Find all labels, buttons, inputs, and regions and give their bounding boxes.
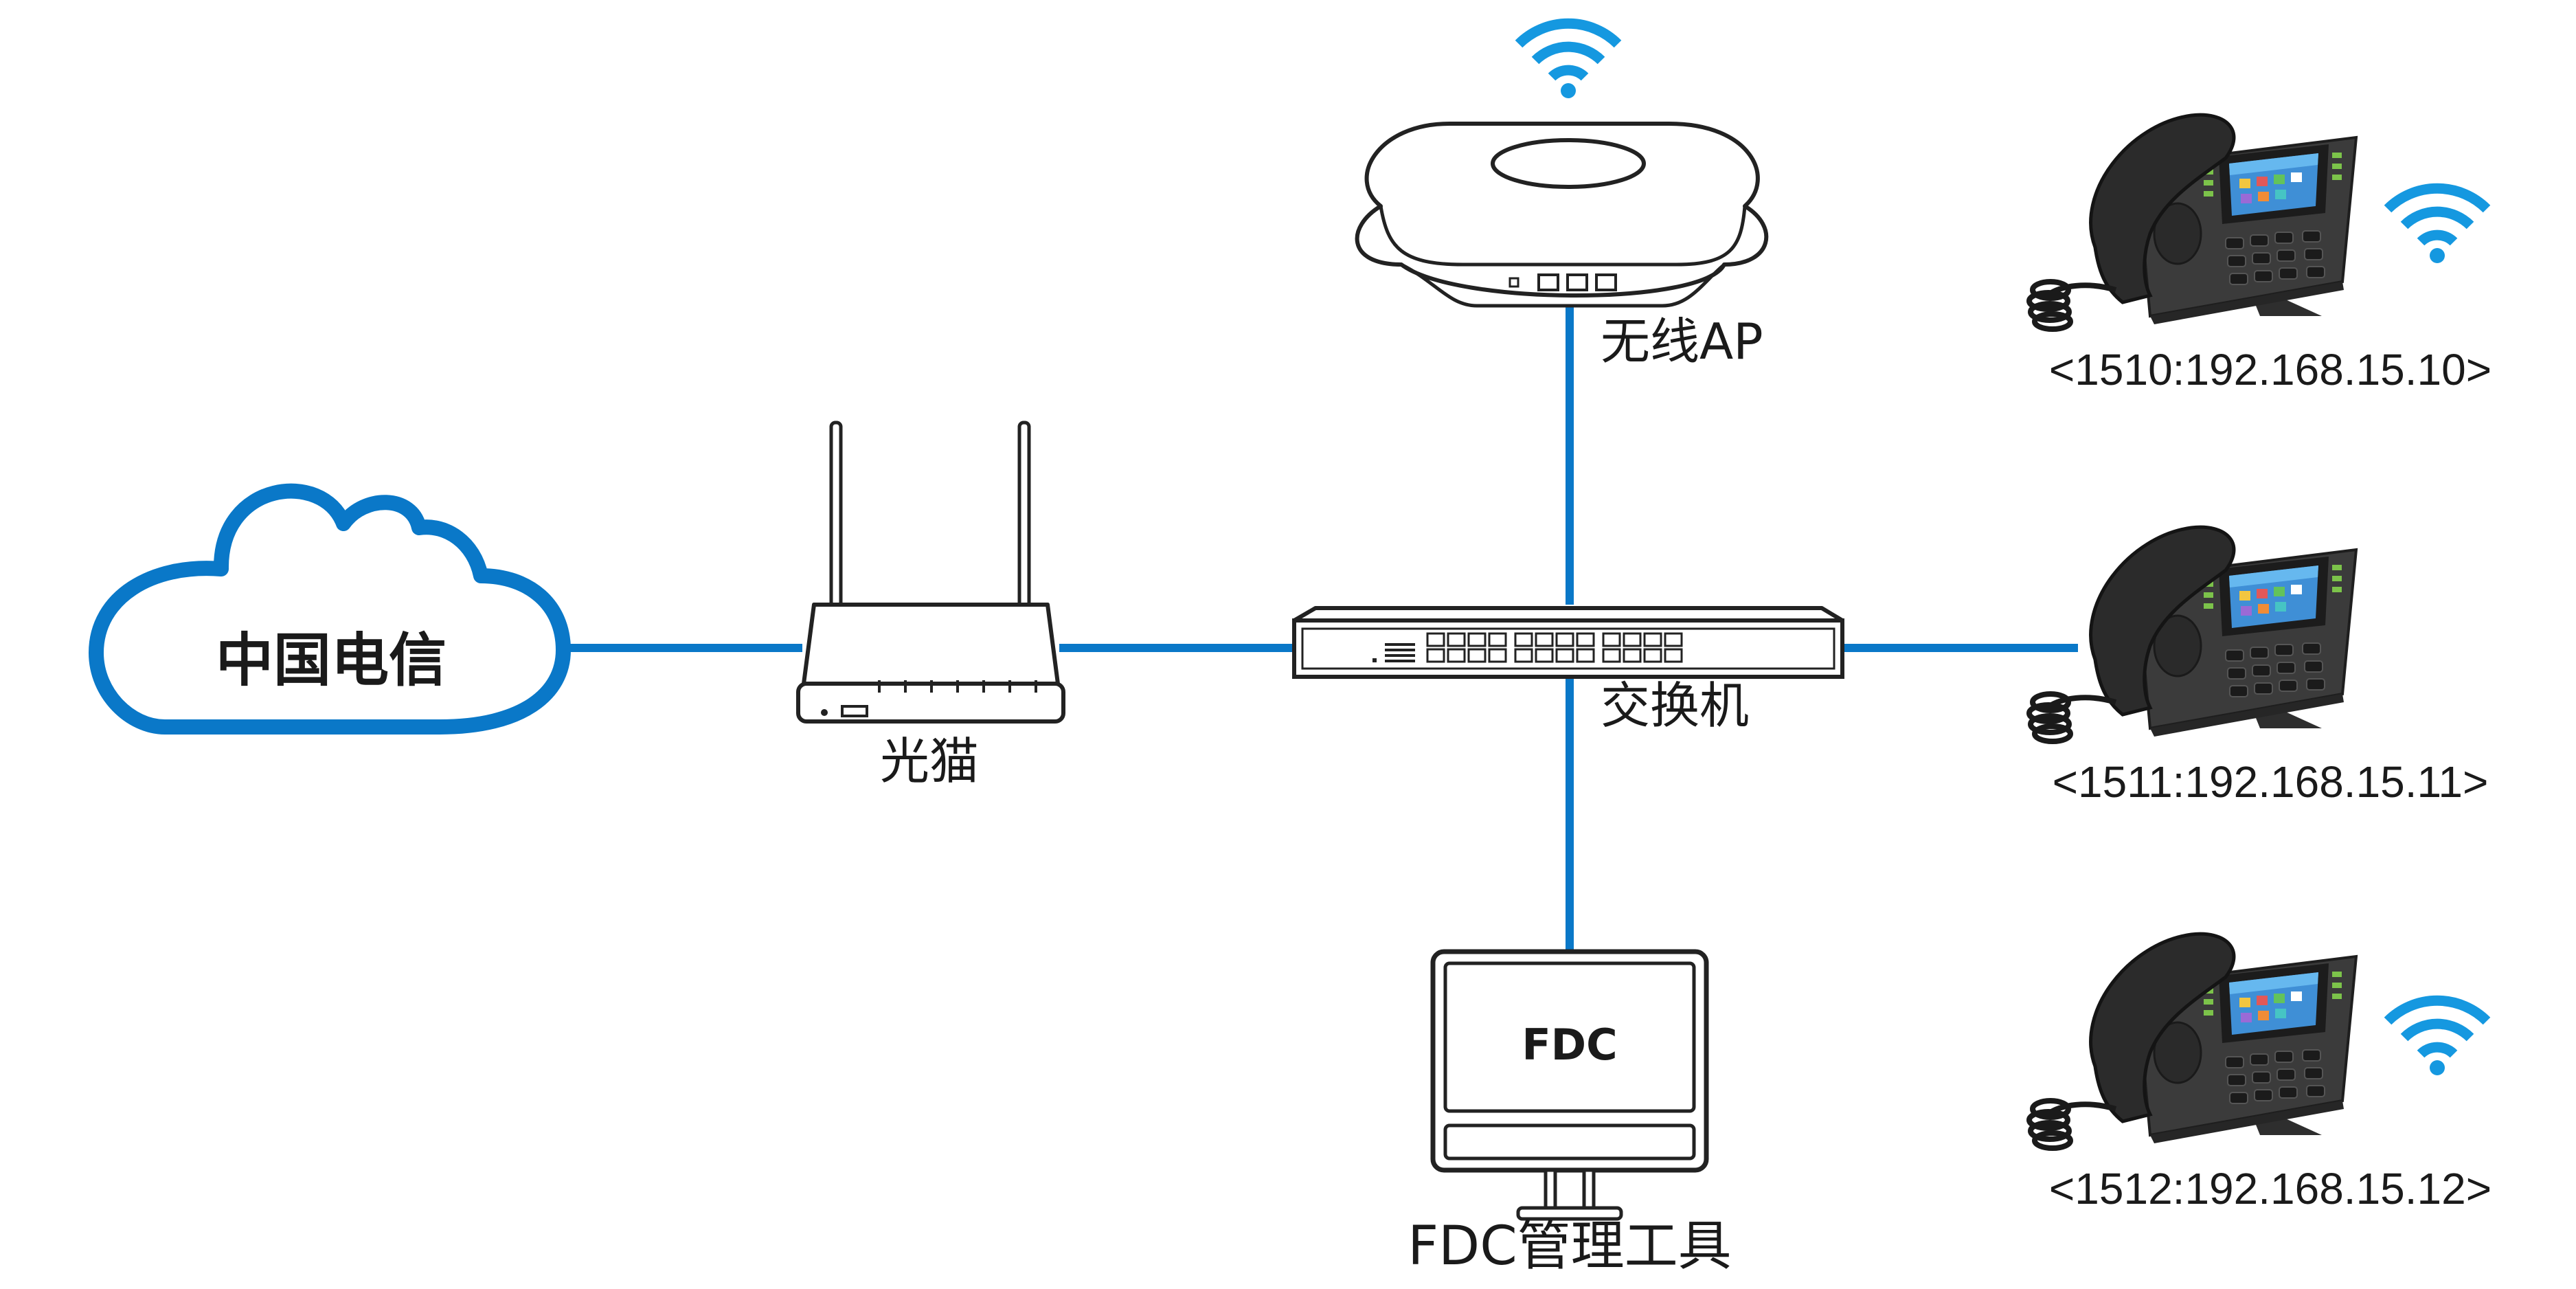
wireless-access-point-icon bbox=[1355, 122, 1769, 308]
phone-node-2: <1511:192.168.15.11> bbox=[2029, 527, 2488, 807]
switch-port bbox=[1576, 648, 1595, 663]
switch-port bbox=[1514, 632, 1533, 647]
switch-port bbox=[1576, 632, 1595, 647]
cloud-icon bbox=[89, 483, 571, 735]
router-icon bbox=[796, 421, 1065, 724]
switch-port bbox=[1664, 648, 1683, 663]
switch-port bbox=[1447, 648, 1466, 663]
ip-phone-icon bbox=[2029, 527, 2356, 741]
ip-phone-icon bbox=[2029, 115, 2356, 329]
ap-node: 无线AP bbox=[1355, 23, 1769, 370]
switch-port bbox=[1623, 648, 1642, 663]
cloud-label: 中国电信 bbox=[216, 627, 447, 694]
switch-node: 交换机 bbox=[1292, 606, 1844, 735]
phone-1-label: <1510:192.168.15.10> bbox=[2049, 345, 2492, 394]
ap-label: 无线AP bbox=[1601, 313, 1763, 370]
ap-wifi-icon bbox=[1519, 23, 1618, 98]
phone-3-label: <1512:192.168.15.12> bbox=[2049, 1164, 2492, 1213]
phone-node-1: <1510:192.168.15.10> bbox=[2029, 115, 2492, 394]
modem-node: 光猫 bbox=[796, 421, 1065, 790]
phone-1-wifi-icon bbox=[2388, 188, 2487, 263]
switch-port bbox=[1535, 648, 1554, 663]
switch-port bbox=[1467, 648, 1487, 663]
switch-port bbox=[1643, 648, 1662, 663]
links bbox=[563, 306, 2078, 959]
switch-port bbox=[1426, 648, 1445, 663]
switch-port bbox=[1602, 632, 1621, 647]
switch-label: 交换机 bbox=[1601, 677, 1749, 735]
phone-node-3: <1512:192.168.15.12> bbox=[2029, 934, 2492, 1213]
switch-port bbox=[1488, 648, 1507, 663]
switch-port bbox=[1555, 648, 1574, 663]
phone-3-wifi-icon bbox=[2388, 1000, 2487, 1075]
switch-port bbox=[1488, 632, 1507, 647]
cloud-node: 中国电信 bbox=[89, 483, 571, 735]
switch-port bbox=[1426, 632, 1445, 647]
switch-port bbox=[1623, 632, 1642, 647]
switch-port bbox=[1467, 632, 1487, 647]
switch-port bbox=[1602, 648, 1621, 663]
switch-port bbox=[1555, 632, 1574, 647]
switch-port bbox=[1514, 648, 1533, 663]
switch-port bbox=[1643, 632, 1662, 647]
switch-port bbox=[1447, 632, 1466, 647]
pc-node: FDC FDC管理工具 bbox=[1408, 949, 1732, 1277]
modem-label: 光猫 bbox=[880, 732, 979, 790]
switch-port bbox=[1664, 632, 1683, 647]
switch-port bbox=[1535, 632, 1554, 647]
network-switch-icon bbox=[1292, 606, 1844, 679]
switch-ports bbox=[1426, 632, 1683, 663]
pc-screen-text: FDC bbox=[1522, 1020, 1617, 1070]
phone-2-label: <1511:192.168.15.11> bbox=[2053, 757, 2489, 807]
ip-phone-icon bbox=[2029, 934, 2356, 1148]
pc-label: FDC管理工具 bbox=[1408, 1215, 1731, 1277]
monitor-icon bbox=[1430, 949, 1709, 1221]
